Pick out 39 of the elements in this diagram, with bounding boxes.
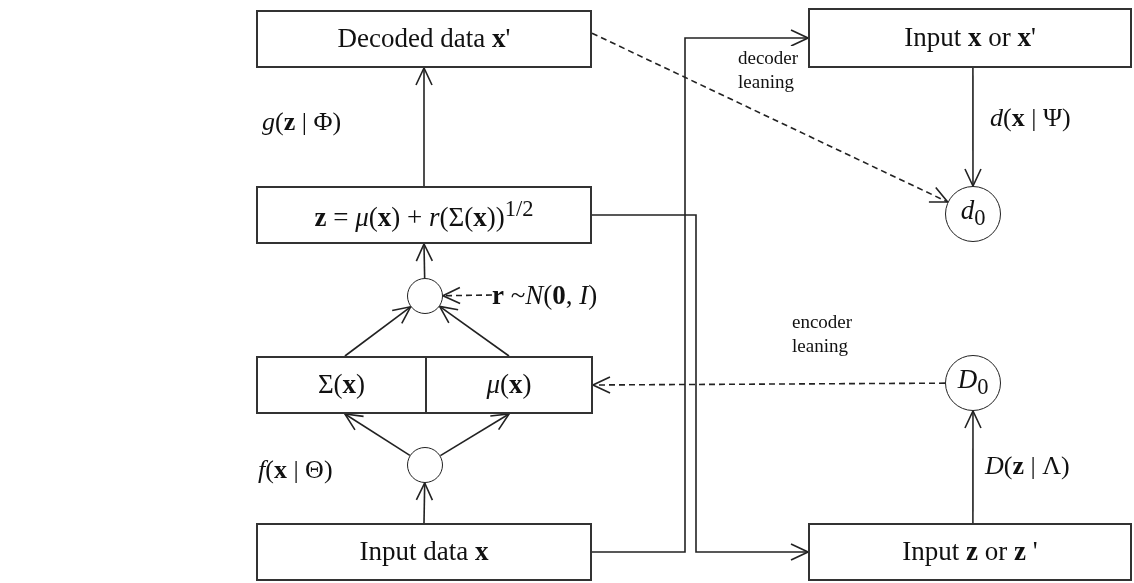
dashed-arrow — [592, 376, 946, 394]
box-label: Input x or x' — [904, 23, 1036, 53]
arrow — [415, 482, 434, 524]
arrow — [439, 413, 510, 457]
dashed-arrow — [591, 32, 949, 203]
circle-node — [945, 355, 1001, 411]
edge-label: g(z | Φ) — [262, 108, 342, 137]
arrow — [415, 67, 433, 187]
process-box — [256, 186, 592, 244]
arrow — [964, 410, 982, 524]
box-label: z = μ(x) + r(Σ(x))$^{1/2}$ — [314, 197, 534, 233]
process-box — [256, 523, 592, 581]
process-box — [808, 8, 1132, 68]
box-label: μ(x) — [486, 370, 532, 400]
arrow — [344, 413, 411, 457]
arrow — [344, 306, 412, 357]
dashed-arrow — [442, 286, 493, 305]
box-label: Input z or z ' — [902, 537, 1038, 567]
arrow — [438, 305, 510, 357]
circle-node — [407, 278, 443, 314]
formula-label: r ~N(0, I) — [492, 274, 628, 316]
box-label: Input data x — [359, 537, 489, 567]
edge-label: D(z | Λ) — [985, 452, 1070, 481]
circle-label: D$_{0}$ — [957, 365, 989, 401]
circle-label: d$_{0}$ — [960, 196, 986, 232]
arrow — [964, 67, 982, 187]
arrow — [591, 214, 809, 561]
circle-node — [407, 447, 443, 483]
box-label: Decoded data x' — [337, 24, 511, 54]
circle-node — [945, 186, 1001, 242]
process-box — [425, 356, 593, 414]
box-label: Σ(x) — [317, 370, 366, 400]
process-box — [808, 523, 1132, 581]
process-box — [256, 10, 592, 68]
edge-label: d(x | Ψ) — [990, 104, 1071, 133]
arrow — [415, 243, 434, 279]
edge-label: f(x | Θ) — [258, 456, 333, 485]
process-box — [256, 356, 427, 414]
arrow — [591, 29, 809, 553]
